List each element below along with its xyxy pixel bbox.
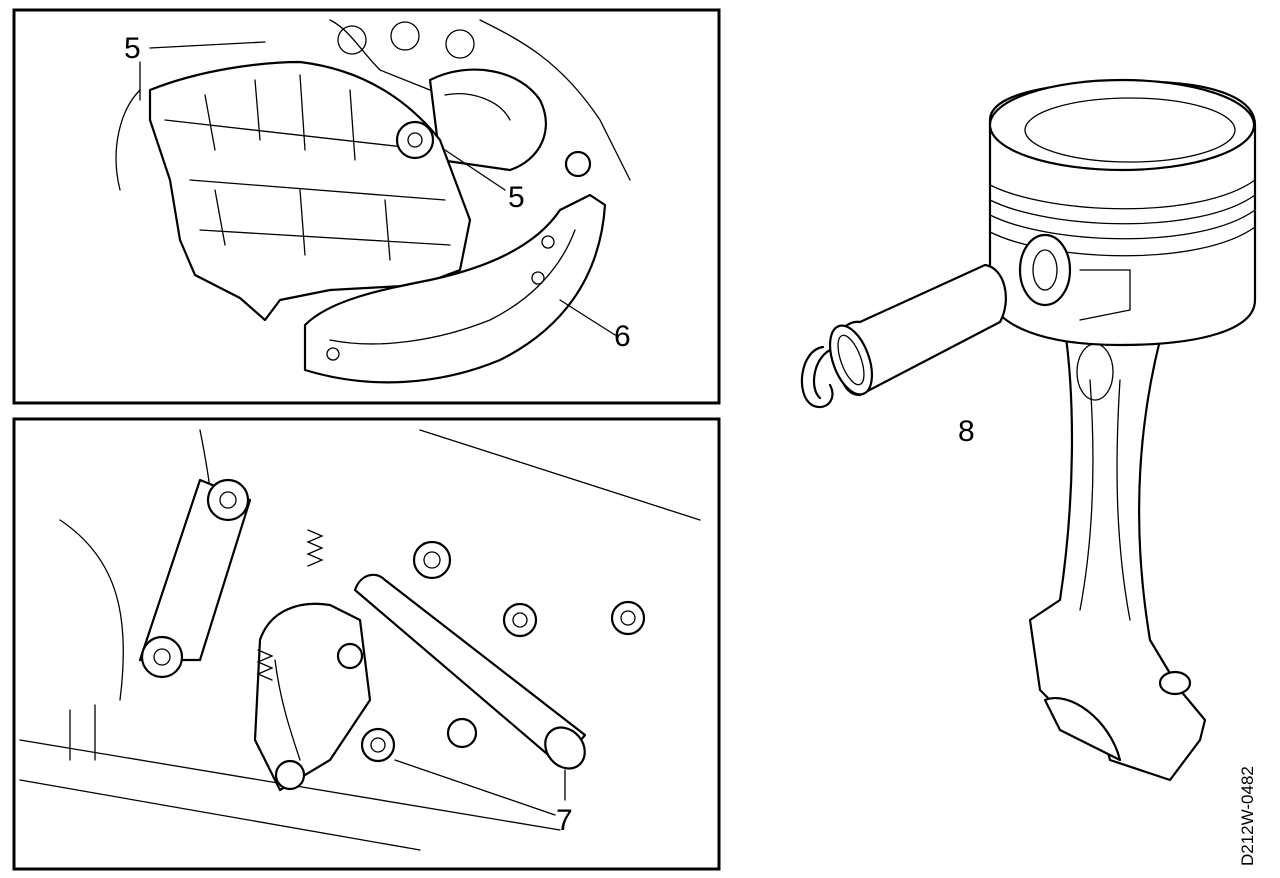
callout-baffle-plate: 6 — [614, 320, 631, 353]
reference-code: D212W-0482 — [1238, 766, 1257, 866]
panel-oil-pan — [12, 8, 721, 405]
piston-connecting-rod — [800, 78, 1257, 782]
callout-bearing-cap-nut: 7 — [556, 804, 573, 837]
panel-bearing-cap — [12, 417, 721, 871]
callout-oil-pan-right: 5 — [508, 181, 525, 214]
callout-piston-pin: 8 — [958, 415, 975, 448]
callout-oil-pan-top: 5 — [124, 32, 141, 65]
